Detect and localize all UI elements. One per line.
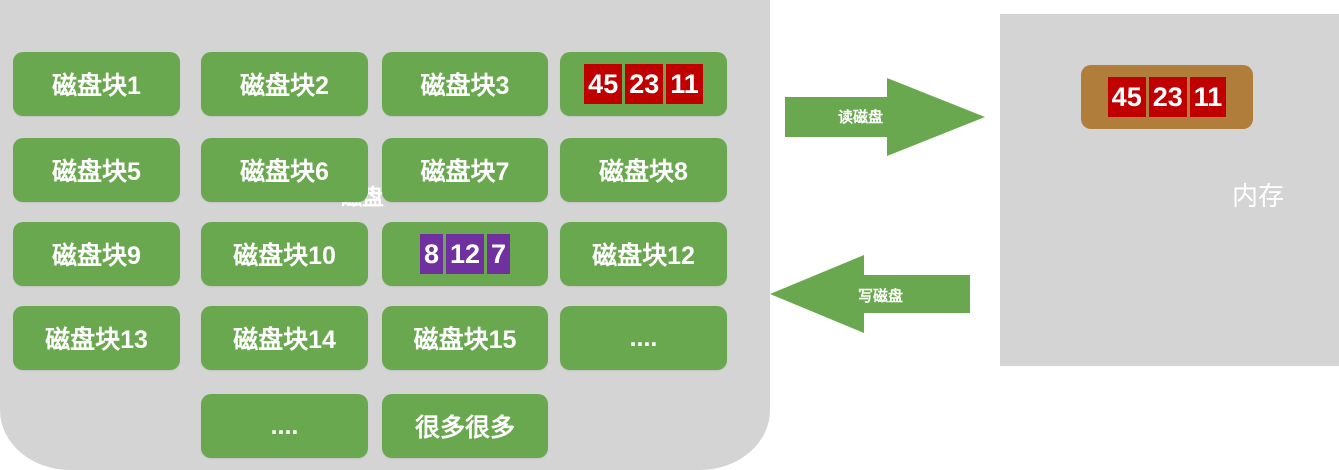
disk-block-5: 磁盘块5: [13, 138, 180, 202]
memory-value: 11: [1189, 77, 1227, 117]
disk-block-many: 很多很多: [382, 394, 548, 458]
disk-block-12: 磁盘块12: [560, 222, 727, 286]
disk-block-11-value: 7: [487, 234, 511, 274]
disk-block-3: 磁盘块3: [382, 52, 548, 116]
disk-block-4-values: 45 23 11: [584, 64, 703, 104]
disk-block-10: 磁盘块10: [201, 222, 368, 286]
disk-block-11-value: 12: [445, 234, 485, 274]
memory-value: 23: [1148, 77, 1187, 117]
disk-block-4-value: 45: [584, 64, 623, 104]
memory-label: 内存: [1232, 181, 1285, 211]
disk-block-6: 磁盘块6: [201, 138, 368, 202]
disk-block-11-values: 8 12 7: [419, 234, 511, 274]
read-disk-label: 读磁盘: [838, 109, 884, 126]
disk-block-2: 磁盘块2: [201, 52, 368, 116]
disk-block-more: ....: [560, 306, 727, 370]
write-disk-label: 写磁盘: [858, 288, 904, 305]
disk-block-15: 磁盘块15: [382, 306, 548, 370]
disk-block-4: 45 23 11: [560, 52, 727, 116]
memory-buffer: 45 23 11: [1081, 65, 1253, 129]
disk-block-8: 磁盘块8: [560, 138, 727, 202]
disk-block-14: 磁盘块14: [201, 306, 368, 370]
memory-buffer-values: 45 23 11: [1107, 77, 1227, 117]
disk-block-1: 磁盘块1: [13, 52, 180, 116]
disk-block-4-value: 11: [666, 64, 703, 104]
write-disk-arrow: [770, 255, 970, 333]
disk-block-13: 磁盘块13: [13, 306, 180, 370]
disk-block-4-value: 23: [625, 64, 664, 104]
disk-block-more: ....: [201, 394, 368, 458]
disk-block-7: 磁盘块7: [382, 138, 548, 202]
disk-block-9: 磁盘块9: [13, 222, 180, 286]
disk-block-11: 8 12 7: [382, 222, 548, 286]
read-disk-arrow: [785, 78, 985, 156]
memory-value: 45: [1107, 77, 1146, 117]
disk-block-11-value: 8: [419, 234, 443, 274]
